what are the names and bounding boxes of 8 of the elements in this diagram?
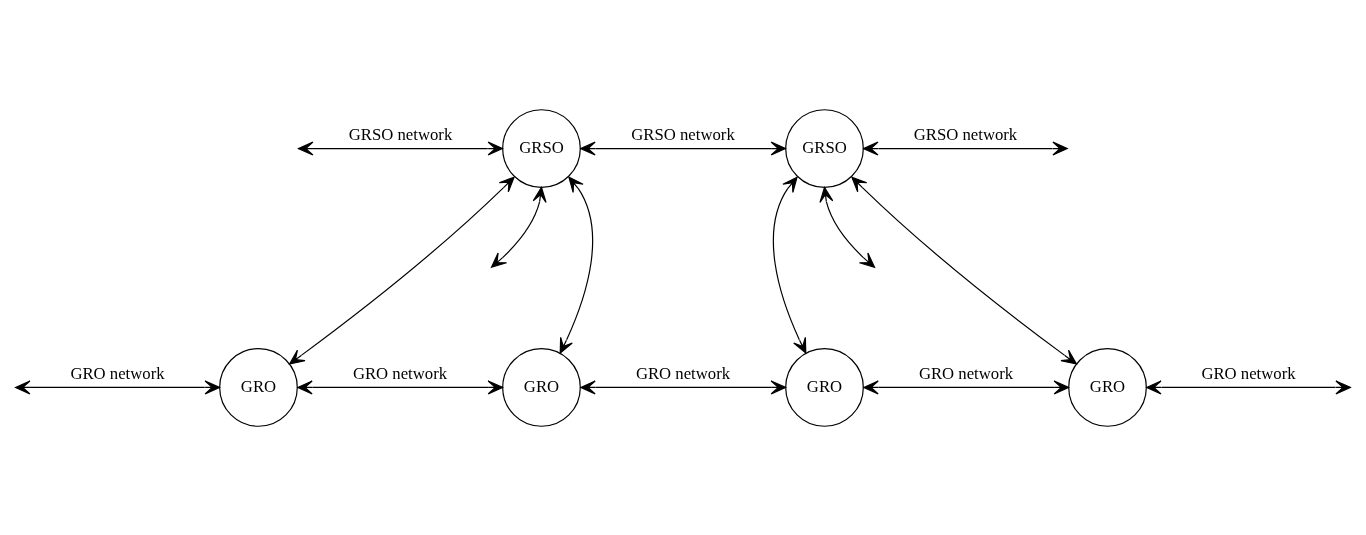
- edge-label: GRSO network: [913, 124, 1018, 144]
- edge-label: GRO network: [1201, 363, 1296, 383]
- edge-label: GRSO network: [348, 124, 453, 144]
- edge-label: GRSO network: [631, 124, 735, 144]
- edge-label: GRO network: [352, 363, 448, 383]
- edge-label: GRO network: [70, 363, 165, 383]
- edge-label: GRO network: [635, 363, 731, 383]
- edge-label: GRO network: [918, 363, 1014, 383]
